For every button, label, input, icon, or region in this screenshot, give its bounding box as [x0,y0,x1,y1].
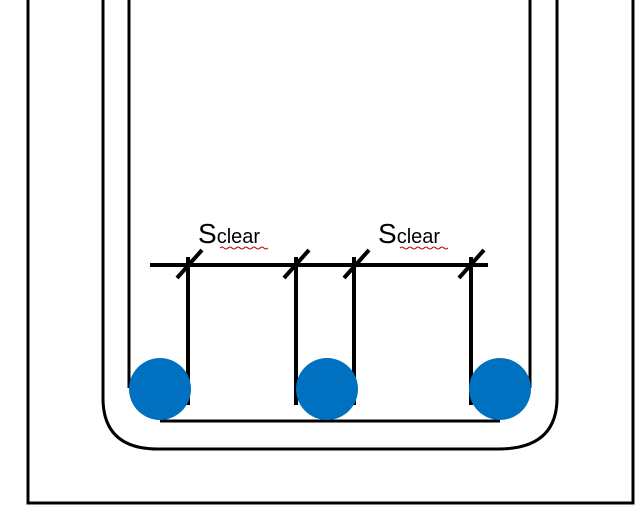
spacing-label-right-sub: clear [397,226,441,248]
rebar-middle [296,358,358,420]
spacing-label-right: Sclear [378,218,440,249]
spacing-label-left-main: S [198,218,217,249]
stirrup-outer-line [101,0,559,451]
spacing-label-left-sub: clear [217,226,261,248]
rebar-left [129,358,191,420]
rebar-right [469,358,531,420]
spelling-underline-left [219,246,269,250]
tick-mark-3 [342,248,371,280]
tick-mark-2 [282,248,311,280]
stirrup-inner-line [127,0,532,423]
spacing-label-right-main: S [378,218,397,249]
tick-mark-4 [457,248,486,280]
spacing-label-left: Sclear [198,218,260,249]
beam-section-outline [26,0,635,505]
spelling-underline-right [399,246,449,250]
tick-mark-1 [175,248,204,280]
